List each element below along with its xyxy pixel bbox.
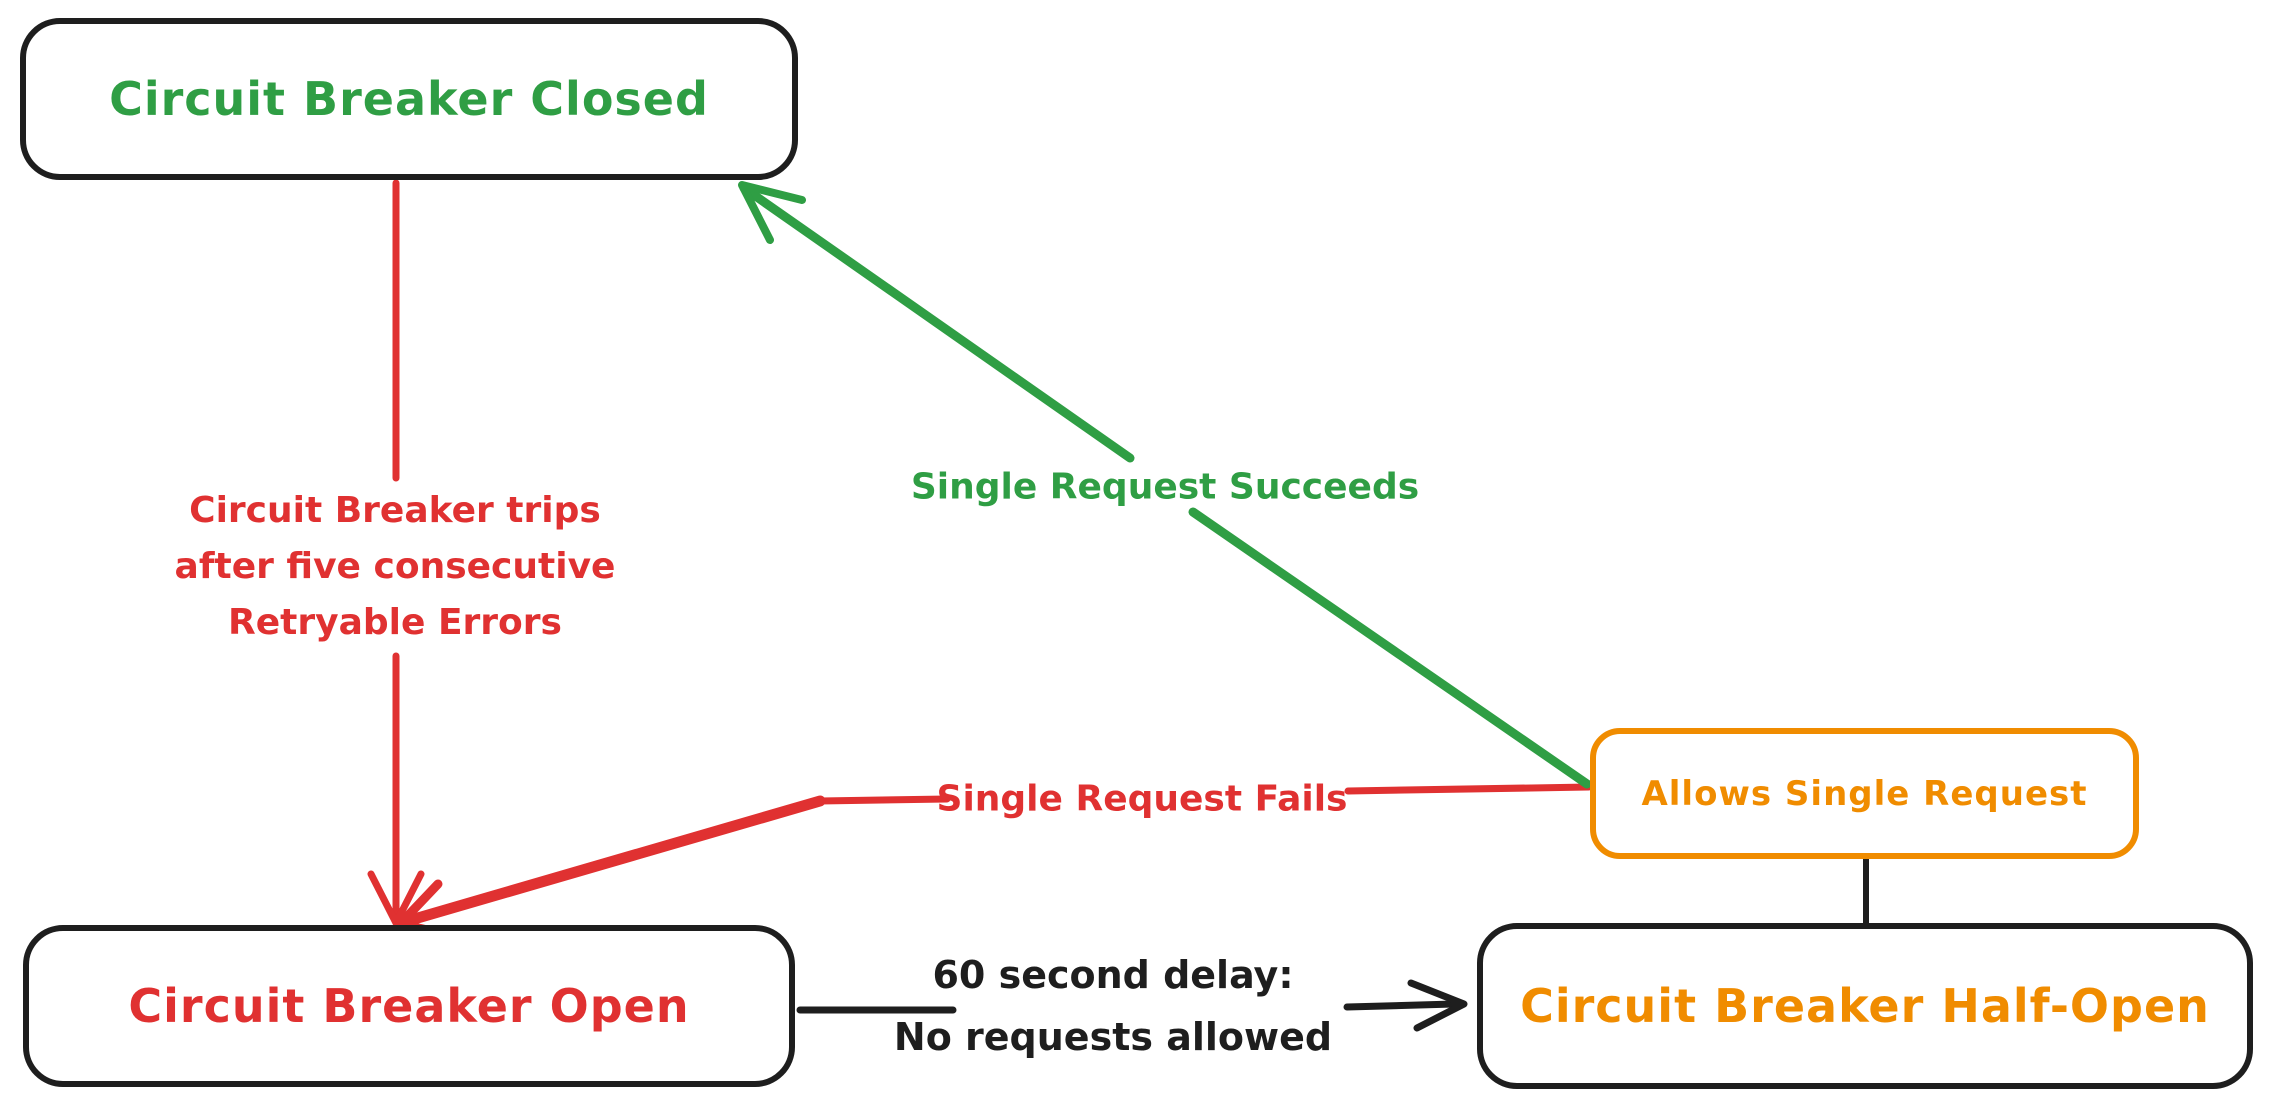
succeeds-arrow-line [739, 183, 1592, 789]
edge-label-delay: 60 second delay: No requests allowed [894, 944, 1332, 1068]
edge-label-trips-line-3: Retryable Errors [228, 602, 562, 643]
state-node-allows-label: Allows Single Request [1641, 773, 2088, 814]
edge-label-fails: Single Request Fails [936, 778, 1348, 820]
edge-label-succeeds: Single Request Succeeds [910, 466, 1420, 508]
state-node-half-open: Circuit Breaker Half-Open [1477, 923, 2253, 1089]
edge-label-trips: Circuit Breaker trips after five consecu… [175, 483, 616, 651]
edge-label-trips-line-2: after five consecutive [174, 546, 616, 587]
state-node-open-label: Circuit Breaker Open [128, 979, 690, 1033]
state-node-allows-single-request: Allows Single Request [1590, 728, 2139, 859]
fails-arrow-diagonal [398, 795, 826, 928]
succeeds-arrowhead-icon [738, 181, 806, 244]
edge-label-trips-line-1: Circuit Breaker trips [189, 490, 601, 531]
fails-arrow-line-right [1344, 783, 1593, 795]
state-node-half-open-label: Circuit Breaker Half-Open [1520, 979, 2210, 1033]
delay-arrow-line [796, 1000, 1458, 1014]
delay-arrowhead-icon [1407, 979, 1468, 1032]
fails-arrow-line-left [816, 795, 951, 805]
state-node-closed-label: Circuit Breaker Closed [109, 72, 709, 126]
state-node-closed: Circuit Breaker Closed [20, 18, 798, 180]
state-node-open: Circuit Breaker Open [23, 925, 795, 1087]
edge-label-delay-line-2: No requests allowed [893, 1015, 1333, 1059]
edge-label-delay-line-1: 60 second delay: [932, 953, 1294, 997]
